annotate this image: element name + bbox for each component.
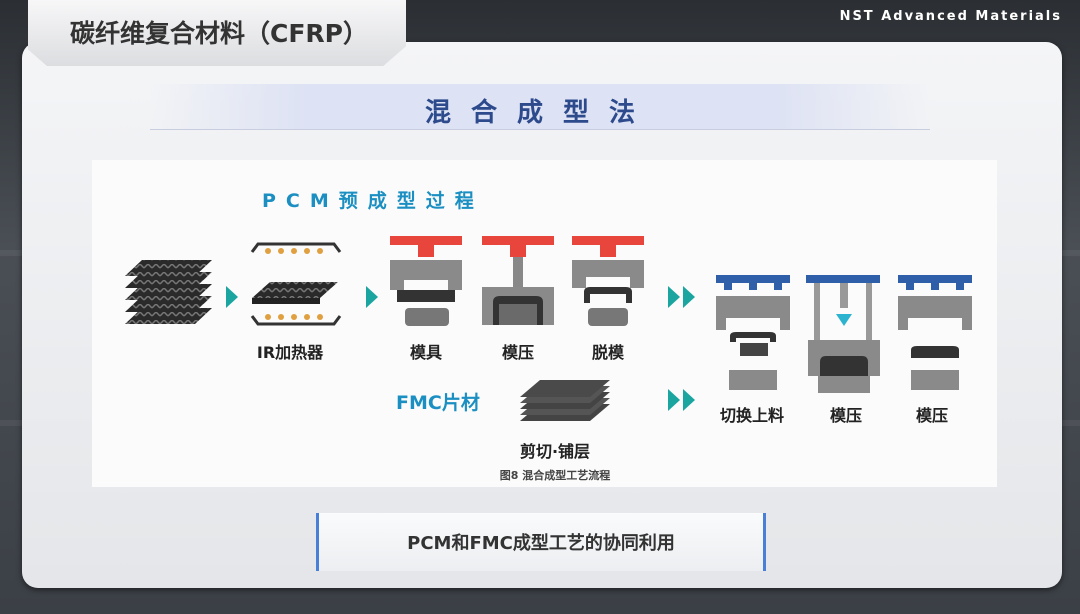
- section-banner: [150, 84, 930, 130]
- brand-label: NST Advanced Materials: [839, 9, 1062, 24]
- label-switch-load: 切换上料: [719, 406, 784, 425]
- label-ir-heater: IR加热器: [256, 343, 324, 362]
- section-title: 混合成型法: [424, 98, 655, 128]
- label-press-3: 模压: [915, 406, 948, 425]
- fmc-title: FMC片材: [396, 392, 480, 414]
- double-arrow-icon: [668, 389, 695, 411]
- double-arrow-icon: [668, 286, 695, 308]
- label-cut-layup: 剪切·铺层: [519, 442, 591, 461]
- slide-title: 碳纤维复合材料（CFRP）: [70, 19, 368, 48]
- down-arrow-icon: [836, 314, 852, 326]
- label-demold: 脱模: [591, 343, 624, 362]
- label-press: 模压: [501, 343, 534, 362]
- blue-press-icon: [806, 275, 880, 393]
- label-press-2: 模压: [829, 406, 862, 425]
- pcm-title: PCM预成型过程: [262, 190, 484, 212]
- summary-box: PCM和FMC成型工艺的协同利用: [316, 513, 766, 571]
- fabric-stack-icon: [125, 260, 212, 324]
- arrow-icon: [226, 286, 238, 308]
- title-tab: [28, 0, 406, 66]
- blue-press-open-icon: [898, 275, 972, 390]
- mold-press-icon: [390, 236, 462, 326]
- demold-icon: [572, 236, 644, 326]
- fmc-sheet-stack-icon: [520, 380, 610, 421]
- switch-load-press-icon: [716, 275, 790, 390]
- ir-heater-icon: [250, 242, 342, 326]
- pressing-icon: [482, 236, 554, 325]
- label-mold: 模具: [409, 343, 442, 362]
- arrow-icon: [366, 286, 378, 308]
- figure-caption: 图8 混合成型工艺流程: [499, 469, 611, 482]
